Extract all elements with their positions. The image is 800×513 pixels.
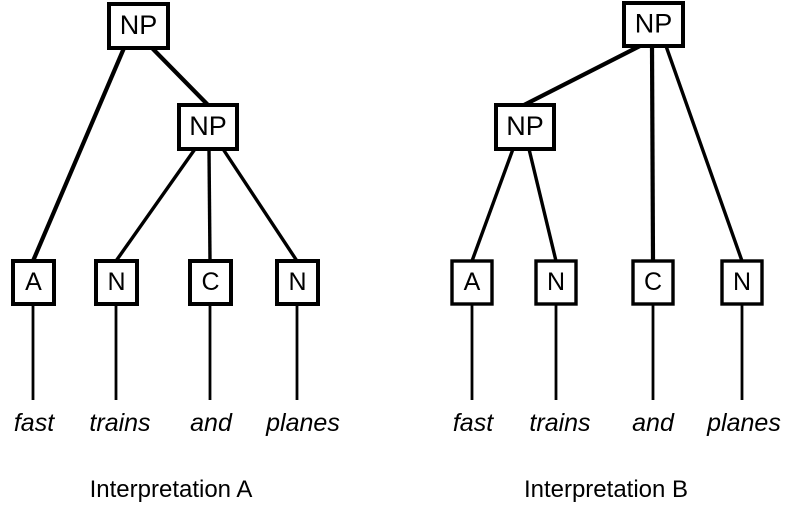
tree-node-b-leaf-a[interactable]: A <box>450 259 494 306</box>
terminal-word-b-word-planes: planes <box>706 409 781 437</box>
tree-edge-a-np-root-to-a-np-sub <box>150 46 210 107</box>
tree-edge-b-np-root-to-b-np-sub <box>523 44 641 107</box>
node-box-b-leaf-n1 <box>534 259 578 306</box>
node-box-a-leaf-n2 <box>275 259 320 306</box>
tree-edge-a-np-sub-to-a-leaf-n2 <box>221 148 299 262</box>
tree-node-a-np-root[interactable]: NP <box>107 2 170 50</box>
terminal-word-a-word-and: and <box>190 409 233 437</box>
tree-edge-a-np-root-to-a-leaf-a <box>31 47 126 262</box>
edge-layer <box>31 44 744 262</box>
terminal-word-b-word-and: and <box>632 409 675 437</box>
tree-node-b-np-sub[interactable]: NP <box>494 103 556 151</box>
caption-interpretation-a: Interpretation A <box>90 476 253 503</box>
node-label-b-leaf-n1: N <box>547 268 565 296</box>
terminal-word-a-word-trains: trains <box>89 409 150 437</box>
tree-edge-a-np-sub-to-a-leaf-n1 <box>114 148 197 262</box>
node-box-b-leaf-a <box>450 259 494 306</box>
word-layer: fast trains and planes fast trains and planes <box>14 409 781 437</box>
tree-edge-a-np-sub-to-a-leaf-c <box>207 148 212 262</box>
tree-node-a-leaf-n1[interactable]: N <box>94 259 139 306</box>
caption-layer: Interpretation A Interpretation B <box>90 476 688 503</box>
node-label-b-leaf-n2: N <box>733 268 751 296</box>
tree-node-a-np-sub[interactable]: NP <box>177 103 239 151</box>
node-label-b-np-sub: NP <box>506 111 544 141</box>
node-box-a-np-root <box>107 2 170 50</box>
node-label-b-leaf-c: C <box>644 268 662 296</box>
node-box-b-np-root <box>622 1 685 48</box>
node-layer: NP NP A N C N NP NP A N C N <box>11 1 764 306</box>
node-box-a-leaf-a <box>11 259 56 306</box>
node-box-b-leaf-c <box>631 259 675 306</box>
tree-node-a-leaf-c[interactable]: C <box>188 259 233 306</box>
node-label-a-np-root: NP <box>120 10 158 40</box>
node-label-a-leaf-n1: N <box>107 268 125 296</box>
node-box-b-np-sub <box>494 103 556 151</box>
terminal-word-a-word-planes: planes <box>265 409 340 437</box>
stem-layer <box>31 304 744 400</box>
tree-node-b-leaf-n1[interactable]: N <box>534 259 578 306</box>
tree-node-a-leaf-a[interactable]: A <box>11 259 56 306</box>
node-label-a-leaf-c: C <box>201 268 219 296</box>
tree-edge-b-np-root-to-b-leaf-c <box>649 45 656 262</box>
node-label-b-leaf-a: A <box>464 268 481 296</box>
tree-node-b-leaf-c[interactable]: C <box>631 259 675 306</box>
tree-node-a-leaf-n2[interactable]: N <box>275 259 320 306</box>
tree-edge-b-np-sub-to-b-leaf-a <box>470 148 515 262</box>
node-label-a-np-sub: NP <box>189 111 227 141</box>
caption-interpretation-b: Interpretation B <box>524 476 688 503</box>
node-label-b-np-root: NP <box>635 9 673 39</box>
terminal-word-a-word-fast: fast <box>14 409 55 437</box>
node-box-a-np-sub <box>177 103 239 151</box>
tree-edge-b-np-root-to-b-leaf-n2 <box>664 45 744 262</box>
tree-edge-b-np-sub-to-b-leaf-n1 <box>527 148 558 262</box>
node-label-a-leaf-n2: N <box>288 268 306 296</box>
terminal-word-b-word-fast: fast <box>453 409 494 437</box>
terminal-word-b-word-trains: trains <box>529 409 590 437</box>
node-box-a-leaf-c <box>188 259 233 306</box>
tree-node-b-np-root[interactable]: NP <box>622 1 685 48</box>
node-box-a-leaf-n1 <box>94 259 139 306</box>
node-label-a-leaf-a: A <box>25 268 42 296</box>
node-box-b-leaf-n2 <box>720 259 764 306</box>
tree-node-b-leaf-n2[interactable]: N <box>720 259 764 306</box>
